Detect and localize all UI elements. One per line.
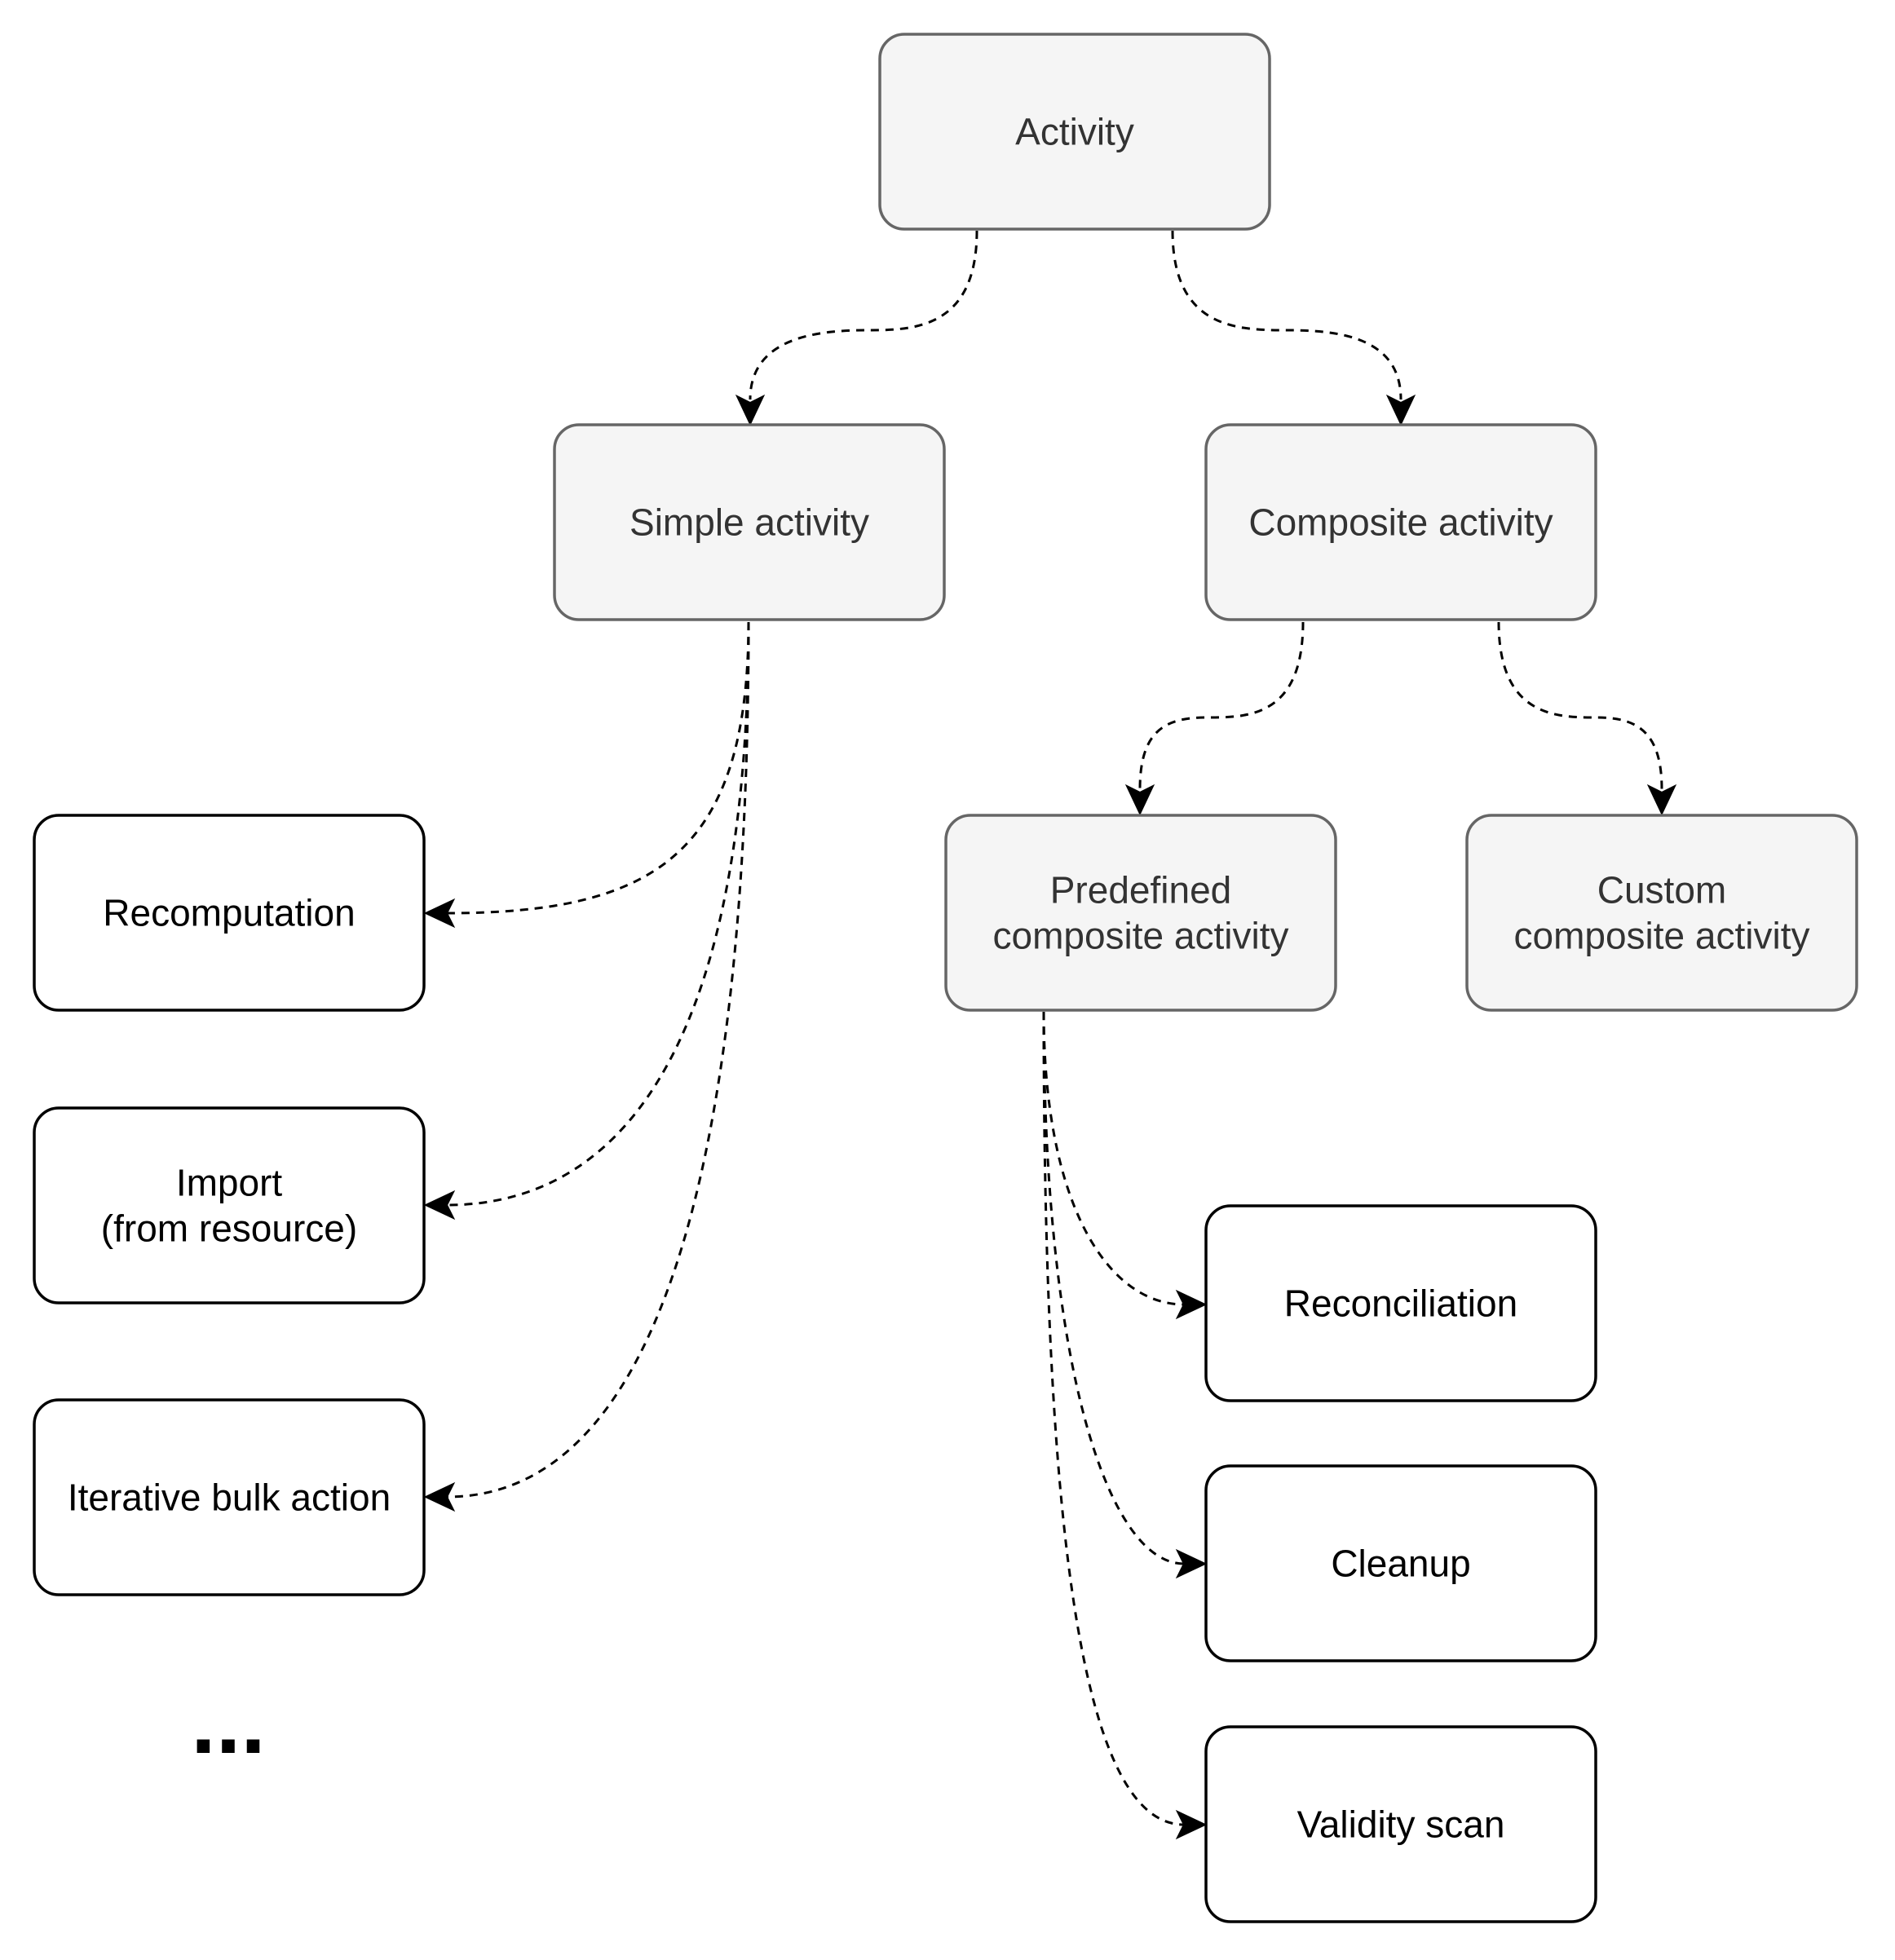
node-validity-scan[interactable]: Validity scan (1204, 1725, 1597, 1923)
edge-simple-recomputation (423, 621, 750, 929)
arrowhead (735, 394, 766, 426)
node-label-line: Cleanup (1331, 1543, 1470, 1585)
arrowhead (1175, 1809, 1208, 1840)
node-label-line: Composite activity (1248, 501, 1553, 544)
node-recomputation[interactable]: Recomputation (33, 814, 426, 1012)
node-activity[interactable]: Activity (878, 33, 1271, 231)
more-items-ellipsis: ... (191, 1672, 266, 1772)
node-label-line: composite activity (1513, 915, 1809, 957)
arrowhead (1385, 394, 1416, 426)
node-label-line: Import (176, 1162, 283, 1204)
edge-predefined-validity (1042, 1011, 1208, 1840)
arrowhead (1175, 1289, 1208, 1320)
edge-composite-predefined (1124, 621, 1305, 816)
node-label-line: Recomputation (103, 892, 355, 934)
node-import[interactable]: Import(from resource) (33, 1106, 426, 1304)
node-reconciliation[interactable]: Reconciliation (1204, 1204, 1597, 1402)
node-simple-activity[interactable]: Simple activity (553, 423, 946, 621)
edge-predefined-reconciliation (1042, 1011, 1208, 1320)
arrowhead (423, 1190, 456, 1221)
node-label: Reconciliation (1284, 1282, 1517, 1325)
edge-activity-simple (735, 230, 978, 426)
node-label: Cleanup (1331, 1543, 1470, 1585)
node-label-line: Simple activity (629, 501, 869, 544)
arrowhead (423, 1481, 456, 1512)
edge-simple-iterative (423, 621, 750, 1512)
edge-simple-import (423, 621, 750, 1221)
arrowhead (1124, 784, 1155, 816)
node-label: Iterative bulk action (68, 1477, 391, 1519)
node-label: Import(from resource) (101, 1162, 357, 1250)
node-label-line: Reconciliation (1284, 1282, 1517, 1325)
node-label-line: Predefined (1050, 869, 1232, 912)
node-label: Simple activity (629, 501, 869, 544)
edge-predefined-cleanup (1042, 1011, 1208, 1579)
node-label-line: composite activity (992, 915, 1288, 957)
node-label: Activity (1015, 111, 1134, 153)
node-label: Composite activity (1248, 501, 1553, 544)
edge-composite-custom (1497, 621, 1677, 816)
node-label-line: Iterative bulk action (68, 1477, 391, 1519)
arrowhead (423, 898, 456, 929)
node-label-line: Custom (1597, 869, 1726, 912)
node-label-line: (from resource) (101, 1207, 357, 1250)
arrowhead (1175, 1548, 1208, 1579)
node-label-line: Validity scan (1297, 1803, 1505, 1846)
node-iterative-bulk-action[interactable]: Iterative bulk action (33, 1398, 426, 1596)
node-label-line: Activity (1015, 111, 1134, 153)
node-cleanup[interactable]: Cleanup (1204, 1464, 1597, 1662)
arrowhead (1646, 784, 1677, 816)
edge-activity-composite (1171, 230, 1416, 426)
node-composite-activity[interactable]: Composite activity (1204, 423, 1597, 621)
node-label: Validity scan (1297, 1803, 1505, 1846)
node-label: Recomputation (103, 892, 355, 934)
